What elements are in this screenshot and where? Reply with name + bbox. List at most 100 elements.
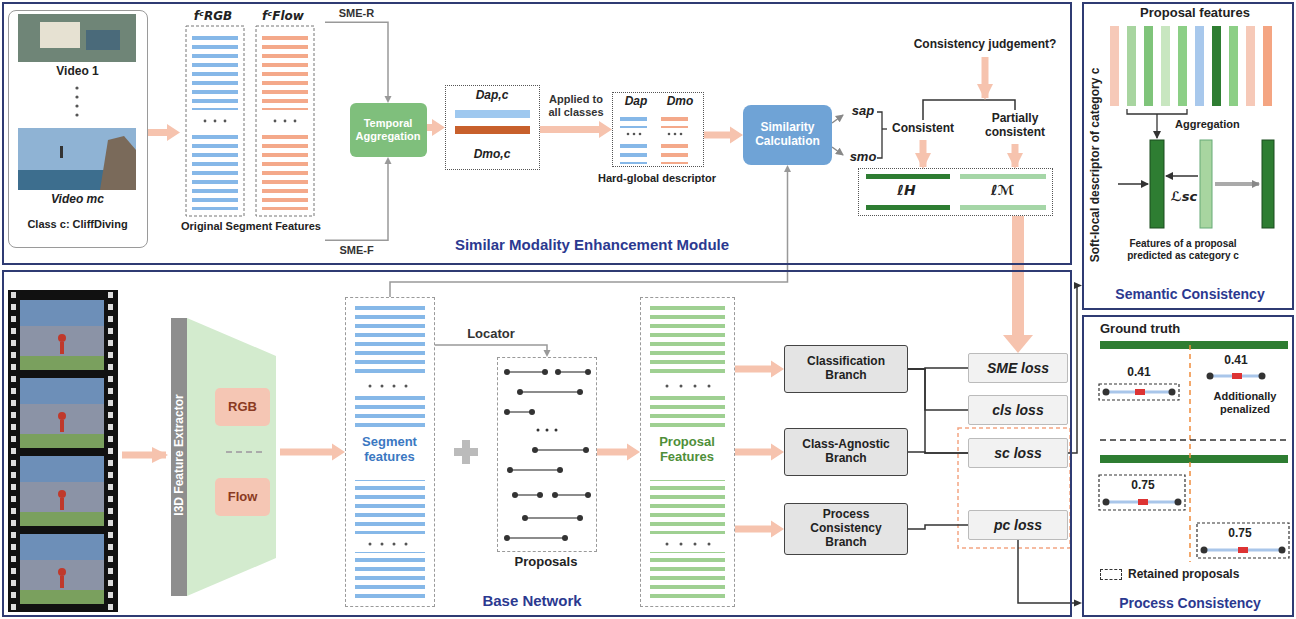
node-label: fᶜFlow (250, 10, 316, 24)
connector (148, 124, 180, 141)
arrow-head (544, 350, 551, 357)
node-label: Segment features (346, 435, 433, 465)
node-label: ℓH (859, 182, 954, 198)
loss-box: pc loss (968, 510, 1068, 540)
branch-box: Process Consistency Branch (784, 503, 908, 555)
node-label: Hard-global descriptor (595, 172, 719, 185)
rgb-stream: RGB (215, 388, 270, 426)
node-label: fᶜRGB (180, 10, 246, 24)
annotation-label: Partially consistent (965, 112, 1065, 140)
connector (435, 345, 551, 357)
node-label: Class c: CliffDiving (9, 218, 146, 231)
node-label: Process Consistency (1092, 595, 1288, 611)
node-label: Dap (615, 95, 657, 109)
arrow-head (1074, 600, 1082, 607)
loss-box: sc loss (968, 438, 1068, 468)
node-label: Class-Agnostic Branch (789, 438, 903, 466)
hard-global-box: DapDmoHard-global descriptor (612, 92, 704, 167)
annotation-label: ℒsc (1167, 190, 1201, 205)
arrow-head (167, 124, 180, 141)
connector (427, 119, 446, 136)
segment-features: Segment features (345, 297, 435, 607)
annotation-label: Ground truth (1100, 322, 1250, 337)
annotation-label: Soft-local descriptor of category c (1087, 45, 1103, 285)
connector-line (325, 163, 388, 240)
node-label: sc loss (994, 445, 1041, 461)
node-label: SME loss (987, 360, 1049, 376)
annotation-label: Proposal features (1100, 6, 1290, 21)
connector-line (735, 526, 772, 533)
connector (704, 127, 743, 144)
flow-stream: Flow (215, 478, 270, 516)
annotation-label: smo (846, 150, 880, 165)
video-box: Video 1Video mcClass c: CliffDiving (8, 10, 148, 248)
branch-box: Classification Branch (784, 345, 908, 393)
feature-extractor: I3D Feature Extractor RGB Flow (170, 315, 280, 600)
arrow-head (771, 444, 784, 461)
proposal-features: Proposal Features (640, 297, 735, 607)
connector (390, 165, 791, 297)
annotation-label: sap (846, 104, 880, 119)
arrow-head (432, 119, 445, 136)
arrow-head (627, 444, 640, 461)
class-descriptor-box: Dap,cDmo,c (445, 85, 540, 170)
arrow-head (1074, 282, 1082, 289)
connector (280, 444, 345, 461)
connector-line (597, 449, 628, 456)
connector-line (1068, 285, 1077, 453)
legend-text: Retained proposals (1128, 568, 1239, 582)
annotation-label: 0.41 (1119, 366, 1159, 380)
loss-box: SME loss (968, 353, 1068, 383)
connector-line (540, 126, 600, 133)
arrow-head (771, 521, 784, 538)
loss-term-box: ℓHℓℳ (858, 168, 1053, 216)
edge-label: SME-F (337, 244, 375, 257)
node-label: Similar Modality Enhancement Module (382, 236, 802, 253)
arrow-head (771, 361, 784, 378)
node-label: Process Consistency Branch (789, 508, 903, 549)
node-label: Video mc (9, 193, 146, 207)
node-label: cls loss (992, 402, 1043, 418)
connector (325, 22, 392, 103)
connector-line (148, 129, 168, 136)
connector (597, 444, 640, 461)
connector (540, 121, 612, 138)
loss-box: cls loss (968, 395, 1068, 425)
connector-line (908, 369, 968, 410)
arrow-head (385, 157, 392, 164)
legend-swatch (1100, 569, 1122, 580)
connector-line (908, 452, 968, 453)
annotation-label: Additionally penalized (1200, 390, 1290, 415)
annotation-label: 0.75 (1220, 527, 1260, 541)
semantic-panel: Semantic Consistency (1082, 2, 1294, 310)
legend-entry: Retained proposals (1100, 568, 1239, 582)
arrow-head (385, 96, 392, 103)
connector-line (325, 22, 388, 97)
connector (325, 157, 392, 240)
proposals-box: Proposals (497, 357, 597, 552)
connector-line (390, 171, 788, 297)
annotation-label: Features of a proposal predicted as cate… (1108, 238, 1258, 261)
connector (908, 452, 968, 453)
node-label: pc loss (994, 517, 1042, 533)
arrow-head (599, 121, 612, 138)
similarity-box: Similarity Calculation (743, 105, 832, 165)
node-label: Dmo (659, 95, 701, 109)
feature-group: fᶜRGBfᶜFlowOriginal Segment Features (180, 10, 325, 255)
node-label: Temporal Aggregation (354, 117, 423, 142)
connector (1003, 216, 1033, 353)
edge-label: Applied to all classes (541, 93, 611, 118)
arrow-head (784, 165, 791, 172)
connector-line (1012, 216, 1024, 336)
arrow-head (1003, 335, 1033, 353)
annotation-label: 0.75 (1123, 479, 1163, 493)
node-label: Similarity Calculation (747, 121, 828, 149)
connector (908, 369, 968, 410)
node-label: I3D Feature Extractor (171, 320, 187, 590)
connector-line (735, 366, 772, 373)
connector-line (280, 449, 333, 456)
node-label: Proposals (496, 555, 596, 570)
edge-label: Locator (465, 327, 517, 342)
connector-line (735, 449, 772, 456)
